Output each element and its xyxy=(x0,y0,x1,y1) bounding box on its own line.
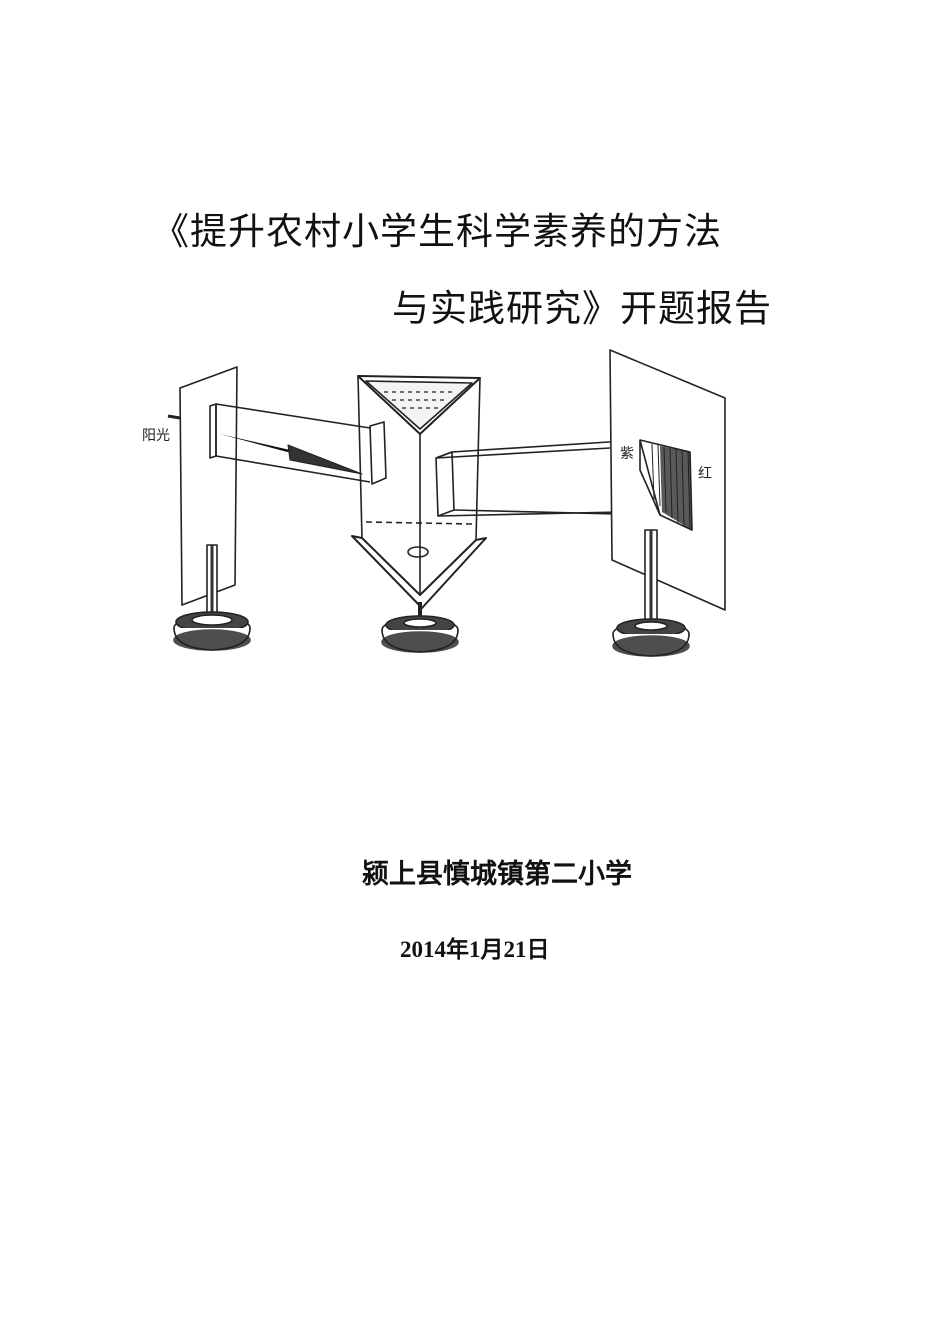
dispersed-light-beam xyxy=(435,439,661,517)
report-title-line-1: 《提升农村小学生科学素养的方法 xyxy=(152,209,722,253)
report-date: 2014年1月21日 xyxy=(400,937,550,962)
left-slit-screen xyxy=(167,366,251,651)
label-sunlight: 阳光 xyxy=(142,428,170,444)
prism-dispersion-illustration: 阳光 紫 红 xyxy=(142,349,726,657)
label-violet: 紫 xyxy=(620,446,634,462)
right-spectrum-screen xyxy=(609,349,726,657)
school-name: 颍上县慎城镇第二小学 xyxy=(362,859,632,890)
report-title-line-2: 与实践研究》开题报告 xyxy=(392,286,772,330)
water-prism xyxy=(351,375,487,653)
label-red: 红 xyxy=(698,466,712,482)
incident-light-beam xyxy=(215,403,387,485)
